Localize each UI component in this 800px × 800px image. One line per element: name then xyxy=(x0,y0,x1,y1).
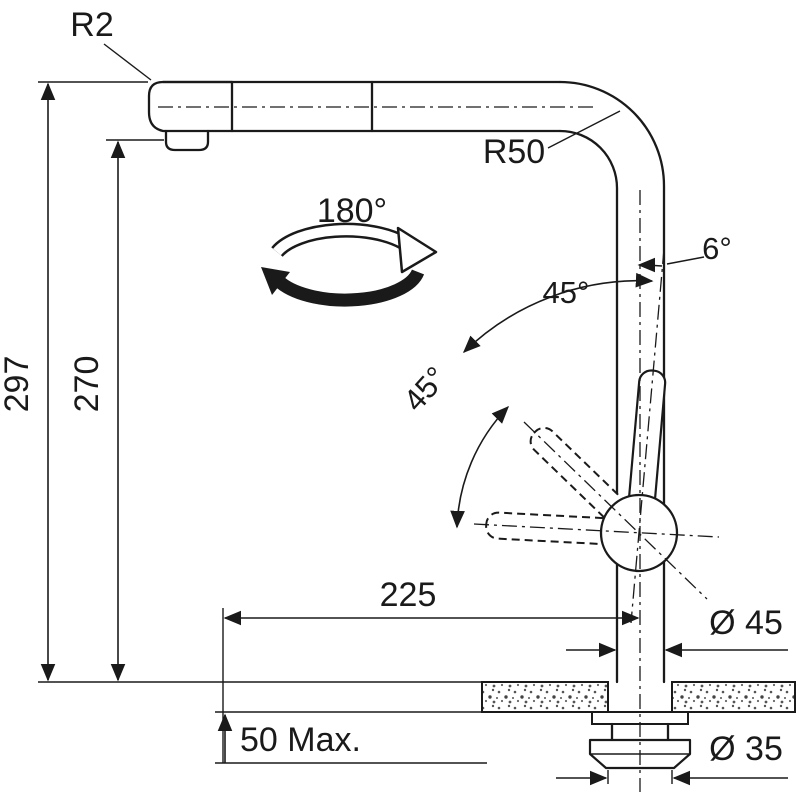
faucet-outline xyxy=(147,80,666,684)
threaded-shank xyxy=(610,722,670,742)
countertop-right-slab xyxy=(671,681,796,713)
dim-spout-height: 270 xyxy=(68,139,164,682)
dim-label-297: 297 xyxy=(0,356,36,413)
dim-bend-radius: R50 xyxy=(483,110,621,171)
leader-6deg xyxy=(666,256,705,265)
dim-label-dia45: Ø 45 xyxy=(709,604,783,642)
arc-45deg-upper xyxy=(462,272,654,354)
dim-hole-diameter: Ø 35 xyxy=(556,730,788,786)
swivel-band-bottom xyxy=(276,269,425,307)
dim-label-swivel-angle: 180° xyxy=(317,192,387,230)
dim-label-45deg-lower: 45° xyxy=(397,360,454,418)
dim-label-r2: R2 xyxy=(70,6,113,44)
dim-spout-corner-radius: R2 xyxy=(70,6,152,81)
riser-outer-line xyxy=(558,80,666,684)
leader-r2 xyxy=(103,43,152,81)
dim-label-dia35: Ø 35 xyxy=(709,730,783,768)
dim-label-45deg-upper: 45° xyxy=(543,275,590,310)
spray-head-outline xyxy=(147,80,234,133)
dim-label-225: 225 xyxy=(380,576,437,614)
dim-label-50max: 50 Max. xyxy=(240,721,361,759)
lever-horizontal-centerline xyxy=(473,523,720,538)
countertop xyxy=(481,681,796,713)
dim-label-6deg: 6° xyxy=(702,231,732,266)
lever-vertical-centerline xyxy=(630,248,665,624)
dim-body-diameter: Ø 45 xyxy=(566,604,788,658)
dim-deck-thickness: 50 Max. xyxy=(215,711,487,764)
arc-6deg xyxy=(637,257,663,273)
dimension-annotations: R2 R50 297 270 225 Ø xyxy=(0,6,788,786)
leader-r50 xyxy=(547,110,621,149)
dim-label-270: 270 xyxy=(68,356,106,413)
countertop-left-slab xyxy=(481,681,609,713)
swivel-open-arrow-icon xyxy=(396,226,438,274)
dim-label-r50: R50 xyxy=(483,133,545,171)
ext-lines-dia35 xyxy=(607,770,673,784)
riser-inner-line xyxy=(558,129,619,684)
arc-45deg-lower xyxy=(450,405,510,529)
swivel-band-top xyxy=(273,225,407,256)
dim-total-height: 297 xyxy=(0,81,482,683)
centerlines xyxy=(158,106,720,792)
swivel-symbol: 180° xyxy=(261,192,438,307)
swivel-solid-arrow-icon xyxy=(261,267,290,295)
dim-lever-tilt: 6° xyxy=(637,231,732,273)
aerator-outline xyxy=(164,129,210,152)
lever-45deg-centerline xyxy=(523,421,708,600)
dim-spout-reach: 225 xyxy=(222,576,640,763)
